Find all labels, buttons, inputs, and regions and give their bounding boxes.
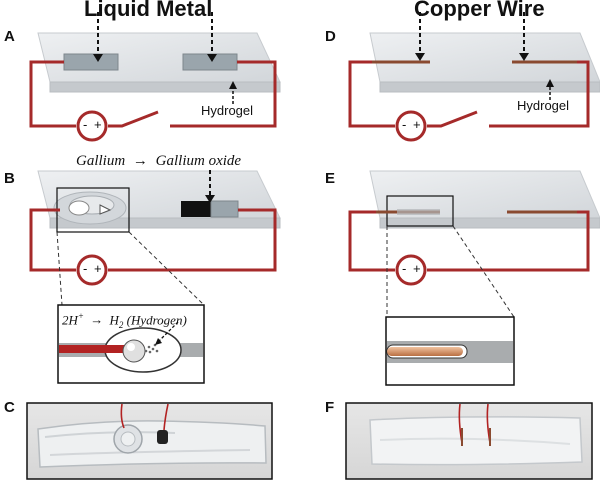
plus-sign: +: [413, 117, 421, 132]
panel-label-f: F: [325, 399, 335, 416]
panel-e-diagram: [348, 170, 600, 386]
arrow-head: [519, 53, 529, 61]
gallium-oxide-electrode: [181, 201, 211, 217]
plus-sign: +: [94, 117, 102, 132]
power-source: [395, 110, 427, 142]
eq-h: H: [109, 312, 119, 328]
eq-2h: 2H: [62, 312, 78, 328]
panel-label-d: D: [325, 28, 336, 45]
circuit-wire: [348, 210, 590, 272]
arrow-head: [546, 79, 554, 87]
panel-label-b: B: [4, 170, 15, 187]
circuit-wire: [348, 60, 590, 128]
power-source: [395, 254, 427, 286]
panel-a-diagram: [29, 12, 281, 142]
power-source: [76, 110, 108, 142]
eq-sub: 2: [118, 319, 124, 330]
arrow-head: [415, 53, 425, 61]
arrow-head: [207, 54, 217, 62]
arrow-head: [205, 195, 215, 203]
circuit-wire: [29, 60, 277, 128]
eq-gallium-oxide: Gallium oxide: [155, 153, 242, 169]
eq-arrow: →: [132, 153, 148, 169]
plus-sign: +: [94, 261, 102, 276]
column-title-liquid-metal: Liquid Metal: [84, 0, 213, 21]
eq-sup: +: [77, 311, 84, 321]
plus-sign: +: [413, 261, 421, 276]
eq-hydrogen: (Hydrogen): [126, 312, 187, 328]
panel-label-c: C: [4, 399, 15, 416]
arrow-head: [93, 54, 103, 62]
gallium-equation: Gallium → Gallium oxide: [76, 153, 241, 170]
hydrogen-equation: 2H+ → H2 (Hydrogen): [62, 311, 187, 330]
minus-sign: -: [402, 117, 407, 132]
circuit-wire: [29, 208, 277, 272]
hydrogel-label: Hydrogel: [201, 103, 254, 118]
power-source: [76, 254, 108, 286]
liquid-metal-electrode: [63, 53, 119, 71]
minus-sign: -: [402, 261, 407, 276]
eq-gallium: Gallium: [76, 153, 126, 169]
hydrogel-label: Hydrogel: [517, 98, 570, 113]
panel-d-diagram: [348, 12, 600, 142]
panel-label-a: A: [4, 28, 15, 45]
minus-sign: -: [83, 261, 88, 276]
eq-arrow: →: [90, 312, 104, 328]
minus-sign: -: [83, 117, 88, 132]
column-title-copper-wire: Copper Wire: [414, 0, 545, 21]
arrow-head: [229, 81, 237, 89]
panel-label-e: E: [325, 170, 336, 187]
panel-c-photo: [26, 402, 273, 480]
arrow-head: [155, 338, 162, 345]
panel-b-diagram: [29, 170, 281, 384]
panel-f-photo: [345, 402, 593, 480]
